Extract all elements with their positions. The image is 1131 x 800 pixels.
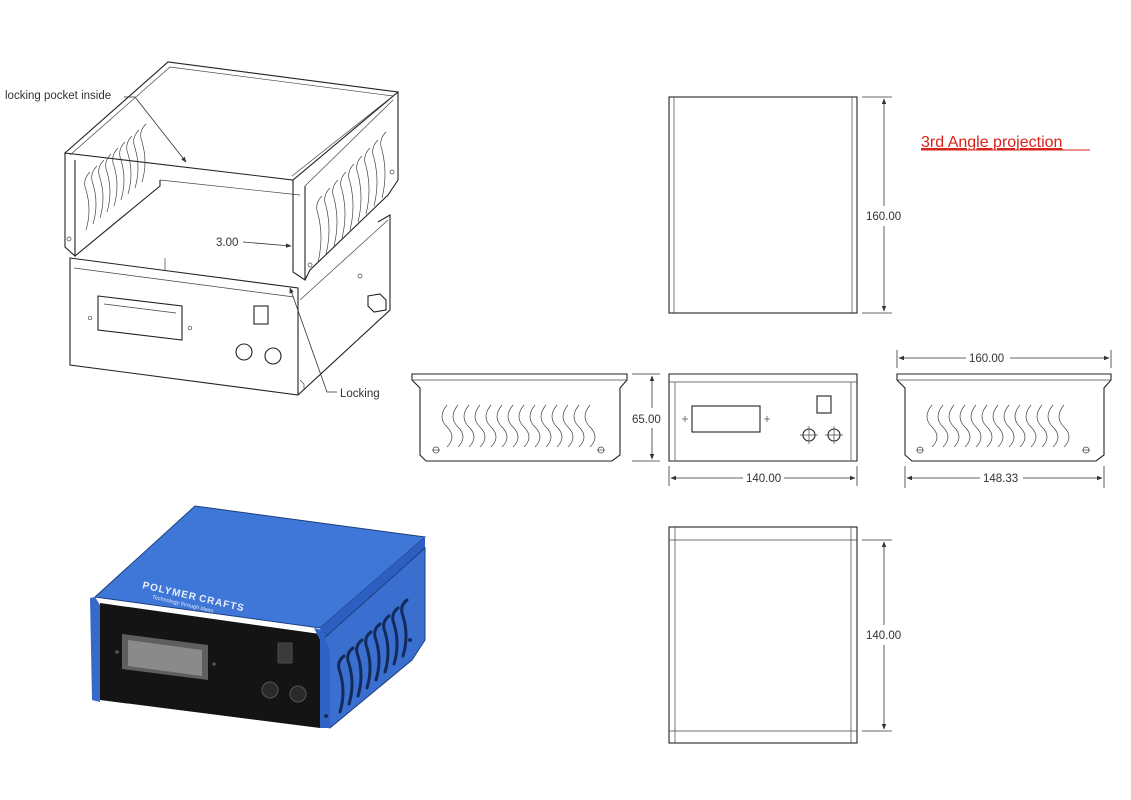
- front-display-cutout: [691, 405, 761, 433]
- left-side-view: 65.00: [411, 373, 661, 462]
- top-view: 160.00: [668, 96, 901, 314]
- knob-hole-right: [264, 347, 282, 365]
- thickness-dim-label: 3.00: [216, 237, 238, 249]
- projection-title: 3rd Angle projection: [921, 134, 1062, 151]
- exploded-isometric-view: locking pocket inside 3.00 Locking: [5, 61, 400, 400]
- knob-hole-left: [235, 343, 253, 361]
- callout-pocket-leader: [134, 96, 187, 163]
- side-height-dim: 65.00: [632, 414, 661, 426]
- locking-tab: [367, 293, 387, 313]
- display-cutout: [97, 295, 183, 341]
- bottom-chassis: [69, 214, 391, 396]
- top-view-height-dim: 160.00: [866, 211, 901, 223]
- right-width-top-dim: 160.00: [969, 353, 1004, 365]
- callout-pocket-label: locking pocket inside: [5, 90, 111, 102]
- right-side-view: 160.00 148.33: [896, 350, 1112, 488]
- front-width-dim: 140.00: [746, 473, 781, 485]
- bottom-view: 140.00: [668, 526, 901, 744]
- callout-locking-leader: [289, 287, 337, 393]
- switch-cutout: [253, 305, 269, 325]
- rendered-enclosure: POLYMER CRAFTS Technology through ideas: [90, 505, 427, 729]
- bottom-view-height-dim: 140.00: [866, 630, 901, 642]
- thickness-dim-leader: [242, 241, 292, 248]
- front-view: 140.00: [668, 373, 858, 486]
- right-width-bottom-dim: 148.33: [983, 473, 1018, 485]
- top-cover: [63, 61, 400, 282]
- callout-locking-label: Locking: [340, 388, 380, 400]
- front-switch-cutout: [816, 395, 832, 414]
